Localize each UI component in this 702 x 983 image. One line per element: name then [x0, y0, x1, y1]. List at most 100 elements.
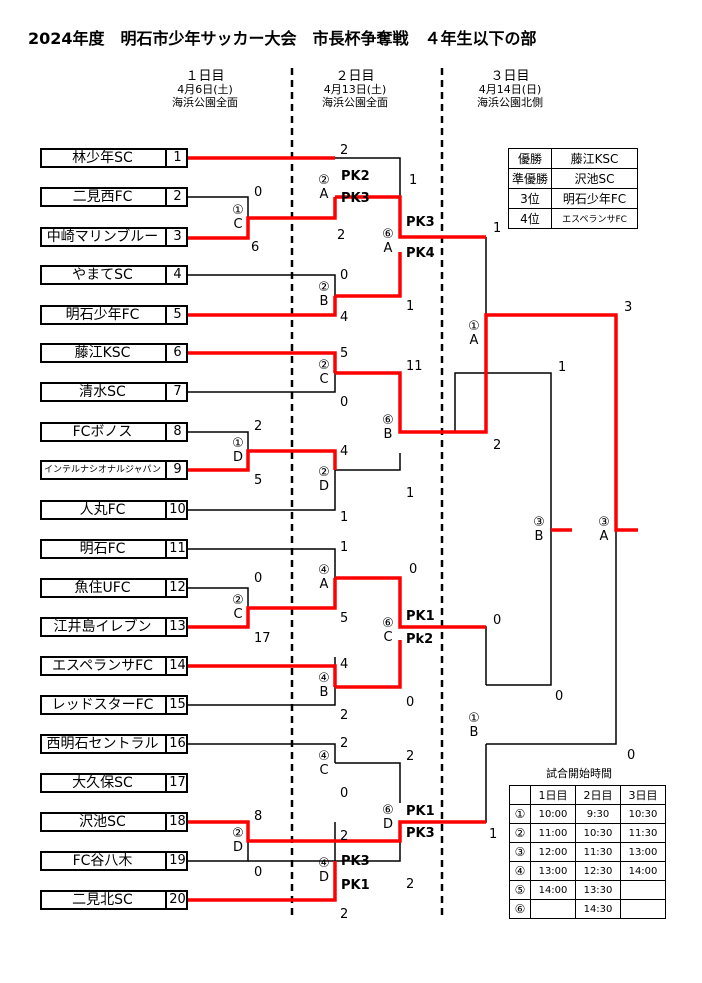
team-name: 西明石セントラル: [46, 736, 159, 752]
score: 17: [254, 631, 271, 646]
standings-row: 3位明石少年FC: [508, 188, 638, 209]
score: 0: [409, 562, 418, 577]
team-slot-11: 明石FC 11: [40, 539, 188, 559]
team-slot-12: 魚住UFC 12: [40, 578, 188, 598]
team-number: 2: [165, 189, 188, 205]
score: 2: [340, 829, 349, 844]
team-name: 林少年SC: [72, 150, 133, 166]
pk-result: PK3: [341, 854, 370, 869]
score: 2: [406, 877, 415, 892]
score: 5: [340, 611, 349, 626]
score: 8: [254, 809, 263, 824]
score: 1: [489, 827, 498, 842]
pk-result: Pk2: [406, 632, 434, 647]
score: 0: [254, 865, 263, 880]
rank-label: 4位: [508, 208, 552, 229]
team-name: FC谷八木: [72, 853, 133, 869]
team-slot-7: 清水SC 7: [40, 382, 188, 402]
team-name: 二見西FC: [72, 189, 133, 205]
pk-result: PK3: [406, 826, 435, 841]
score: 5: [254, 473, 263, 488]
score: 3: [624, 300, 633, 315]
score: 1: [406, 299, 415, 314]
team-number: 7: [165, 384, 188, 400]
team-slot-19: FC谷八木 19: [40, 851, 188, 871]
team-number: 15: [165, 697, 188, 713]
score: 4: [340, 657, 349, 672]
team-name: 魚住UFC: [74, 580, 131, 596]
loser-paths: [188, 157, 617, 862]
score: 2: [493, 438, 502, 453]
score: 2: [340, 907, 349, 922]
score: 1: [558, 360, 567, 375]
team-name: エスペランサFC: [52, 658, 153, 674]
team-name: 清水SC: [79, 384, 126, 400]
rank-label: 準優勝: [508, 168, 552, 189]
rank-label: 優勝: [508, 148, 552, 169]
team-name: やまてSC: [72, 267, 133, 283]
team-name: 明石FC: [79, 541, 126, 557]
team-number: 13: [165, 619, 188, 635]
team-number: 14: [165, 658, 188, 674]
team-slot-2: 二見西FC 2: [40, 187, 188, 207]
score: 0: [340, 395, 349, 410]
rank-label: 3位: [508, 188, 552, 209]
pk-result: PK1: [406, 804, 435, 819]
team-slot-14: エスペランサFC 14: [40, 656, 188, 676]
score: 2: [340, 736, 349, 751]
team-number: 3: [165, 229, 188, 245]
rank-team: 明石少年FC: [551, 188, 638, 209]
team-slot-13: 江井島イレブン 13: [40, 617, 188, 637]
score: 0: [406, 695, 415, 710]
standings-row: 4位エスペランサFC: [508, 208, 638, 229]
team-number: 10: [165, 502, 188, 518]
team-name: 江井島イレブン: [53, 619, 152, 635]
team-number: 12: [165, 580, 188, 596]
rank-team: 沢池SC: [551, 168, 638, 189]
team-name: 大久保SC: [72, 775, 133, 791]
team-number: 16: [165, 736, 188, 752]
team-slot-8: FCボノス 8: [40, 422, 188, 442]
team-number: 17: [165, 775, 188, 791]
team-number: 11: [165, 541, 188, 557]
team-number: 6: [165, 345, 188, 361]
score: 0: [627, 748, 636, 763]
score: 1: [409, 173, 418, 188]
standings-row: 準優勝沢池SC: [508, 168, 638, 189]
team-number: 1: [165, 150, 188, 166]
team-name: FCボノス: [72, 424, 133, 440]
score: 2: [406, 749, 415, 764]
team-name: レッドスターFC: [51, 697, 154, 713]
team-number: 19: [165, 853, 188, 869]
score: 4: [340, 310, 349, 325]
team-number: 9: [165, 462, 188, 478]
team-slot-3: 中崎マリンブルー 3: [40, 227, 188, 247]
team-number: 20: [165, 892, 188, 908]
score: 6: [251, 240, 260, 255]
team-number: 5: [165, 307, 188, 323]
rank-team: エスペランサFC: [551, 208, 638, 229]
team-number: 4: [165, 267, 188, 283]
team-slot-4: やまてSC 4: [40, 265, 188, 285]
team-name: 中崎マリンブルー: [46, 229, 159, 245]
pk-result: PK1: [406, 609, 435, 624]
score: 1: [493, 221, 502, 236]
team-slot-16: 西明石セントラル 16: [40, 734, 188, 754]
team-number: 8: [165, 424, 188, 440]
team-slot-17: 大久保SC 17: [40, 773, 188, 793]
